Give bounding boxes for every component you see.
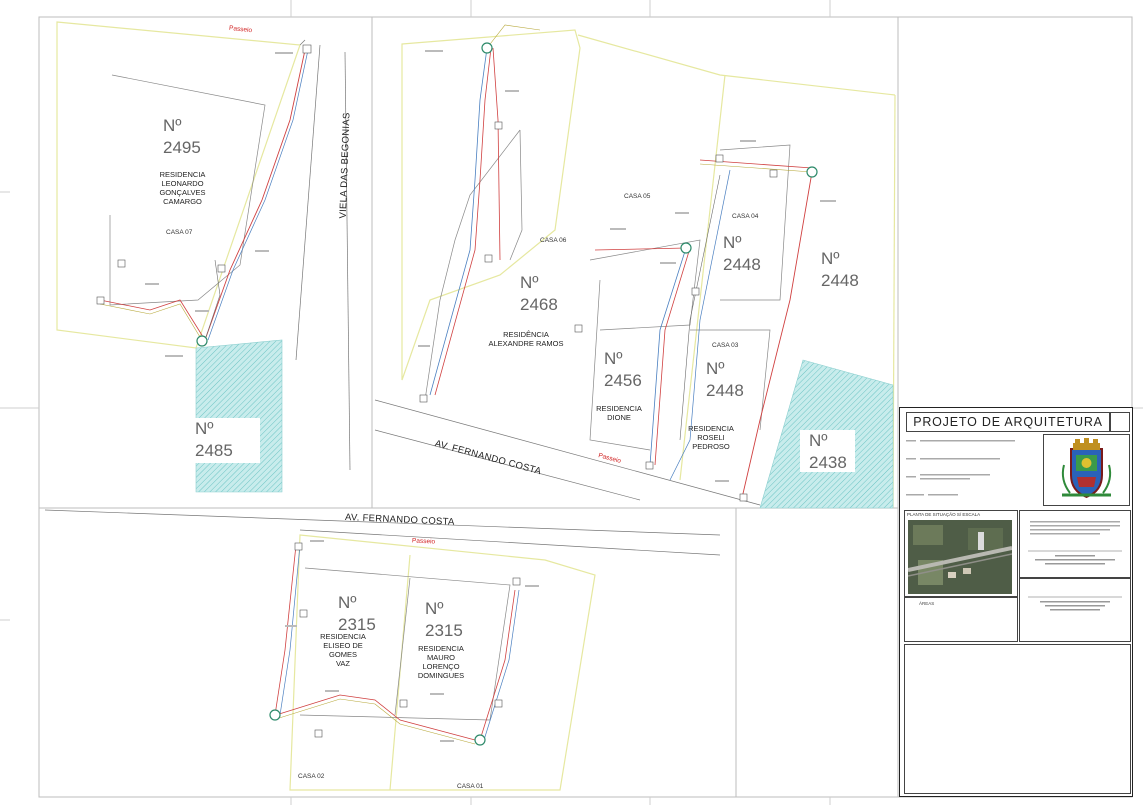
residence-eliseo: RESIDENCIA ELISEO DE GOMES VAZ — [320, 632, 366, 668]
areas-label: ÁREAS — [919, 601, 935, 606]
aerial-photo-graphic — [908, 520, 1012, 594]
inspection-box-icon-3 — [680, 242, 692, 254]
panel-casas-03-06 — [374, 24, 896, 509]
lot-number-2448-b: Nº 2448 — [821, 249, 859, 290]
residence-mauro: RESIDENCIA MAURO LORENÇO DOMINGUES — [417, 644, 465, 680]
lot-number-2438: Nº 2438 — [809, 431, 847, 472]
residence-roseli: RESIDENCIA ROSELI PEDROSO — [688, 424, 734, 451]
lot-number-2468: Nº 2468 — [520, 273, 558, 314]
responsible-box — [1019, 578, 1131, 642]
location-map-caption: PLANTA DE SITUAÇÃO S/ ESCALA — [907, 512, 981, 517]
lot-number-2456: Nº 2456 — [604, 349, 642, 390]
project-info-lines — [906, 434, 1041, 504]
sheet-number-box — [1110, 412, 1130, 432]
casa-06-label: CASA 06 — [540, 237, 567, 244]
casa-01-label: CASA 01 — [457, 783, 484, 790]
inspection-box-icon — [196, 335, 208, 347]
casa-07-label: CASA 07 — [166, 229, 193, 236]
lot-number-2495: Nº 2495 — [163, 116, 201, 157]
sidewalk-label-3: Passeio — [411, 537, 436, 546]
residence-leonardo: RESIDENCIA LEONARDO GONÇALVES CAMARGO — [159, 170, 206, 206]
municipal-crest-icon — [1061, 438, 1112, 499]
info-text-lines — [906, 440, 1015, 496]
lot-number-2315-a: Nº 2315 — [338, 593, 376, 634]
panel-casas-01-02 — [44, 509, 721, 791]
project-title: PROJETO DE ARQUITETURA — [906, 412, 1110, 432]
lot-number-2448-a: Nº 2448 — [723, 233, 761, 274]
lot-number-2448-c: Nº 2448 — [706, 359, 744, 400]
casa-03-label: CASA 03 — [712, 342, 739, 349]
title-block: PROJETO DE ARQUITETURA PLANTA DE SITUAÇÃ… — [899, 407, 1133, 797]
inspection-box-icon-5 — [269, 709, 281, 721]
notes-box — [904, 644, 1131, 794]
casa-05-label: CASA 05 — [624, 193, 651, 200]
areas-box: ÁREAS — [904, 596, 1018, 642]
responsible-text-lines — [1028, 596, 1122, 611]
hatched-area — [195, 339, 283, 493]
casa-02-label: CASA 02 — [298, 773, 325, 780]
inspection-box-icon-6 — [474, 734, 486, 746]
panel-casa-07 — [56, 21, 351, 493]
lot-number-2315-b: Nº 2315 — [425, 599, 463, 640]
residence-dione: RESIDENCIA DIONE — [596, 404, 642, 422]
residence-alexandre: RESIDÊNCIA ALEXANDRE RAMOS — [488, 330, 564, 348]
location-map-box: PLANTA DE SITUAÇÃO S/ ESCALA — [904, 510, 1018, 598]
owner-box — [1019, 510, 1131, 578]
lot-number-2485: Nº 2485 — [195, 419, 233, 460]
crest-box — [1043, 434, 1130, 506]
owner-text-lines — [1028, 521, 1122, 565]
inspection-box-icon-2 — [481, 42, 493, 54]
inspection-box-icon-4 — [806, 166, 818, 178]
casa-04-label: CASA 04 — [732, 213, 759, 220]
aerial-photo — [908, 520, 1012, 594]
